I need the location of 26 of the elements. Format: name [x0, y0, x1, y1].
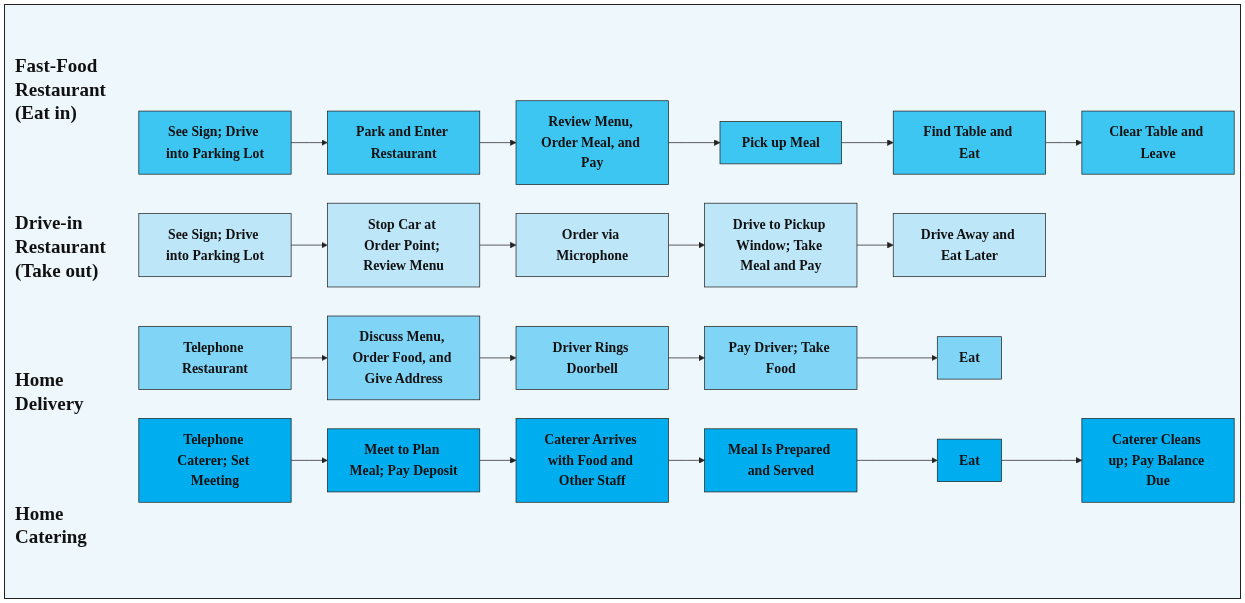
node-box: Drive Away and Eat Later — [892, 213, 1046, 277]
node-box: Eat — [936, 336, 1002, 380]
node-box: Discuss Menu, Order Food, and Give Address — [327, 315, 481, 401]
node-box: Review Menu, Order Meal, and Pay — [515, 100, 669, 185]
node-box: Pay Driver; Take Food — [704, 326, 858, 390]
node-box: See Sign; Drive into Parking Lot — [138, 213, 292, 277]
node-box: Meal Is Prepared and Served — [704, 428, 858, 493]
node-box: Stop Car at Order Point; Review Menu — [327, 202, 481, 288]
row-label: Fast-Food Restaurant (Eat in) — [15, 53, 107, 126]
node-box: Eat — [936, 438, 1002, 482]
node-box: See Sign; Drive into Parking Lot — [138, 110, 292, 175]
node-box: Order via Microphone — [515, 213, 669, 277]
node-box: Caterer Cleans up; Pay Balance Due — [1081, 418, 1235, 503]
node-box: Telephone Caterer; Set Meeting — [138, 418, 292, 503]
node-box: Meet to Plan Meal; Pay Deposit — [327, 428, 481, 493]
node-box: Telephone Restaurant — [138, 326, 292, 390]
node-box: Caterer Arrives with Food and Other Staff — [515, 418, 669, 503]
node-box: Driver Rings Doorbell — [515, 326, 669, 390]
row-label: Home Delivery — [15, 368, 85, 416]
node-box: Pick up Meal — [719, 121, 842, 165]
node-box: Drive to Pickup Window; Take Meal and Pay — [704, 202, 858, 288]
node-box: Park and Enter Restaurant — [327, 110, 481, 175]
node-box: Find Table and Eat — [892, 110, 1046, 175]
row-label: Home Catering — [15, 501, 88, 550]
node-box: Clear Table and Leave — [1081, 110, 1235, 175]
row-label: Drive-in Restaurant (Take out) — [15, 211, 107, 283]
